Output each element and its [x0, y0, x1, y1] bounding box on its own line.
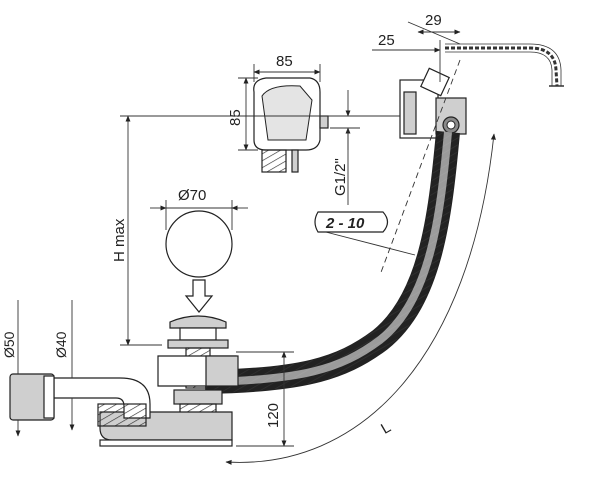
dimension-outlet-50: Ø50: [1, 300, 21, 437]
range-label-box: 2 - 10: [314, 211, 416, 256]
dim-25-label: 25: [378, 32, 395, 49]
dimension-h-max: H max: [111, 115, 400, 346]
range-label: 2 - 10: [325, 215, 365, 232]
dim-85-width-label: 85: [276, 53, 293, 70]
dimension-thread: G1/2": [330, 90, 395, 205]
dim-85-height-label: 85: [227, 109, 244, 126]
dim-120-label: 120: [265, 403, 282, 428]
corrugated-hose: [204, 130, 460, 394]
thread-label: G1/2": [332, 158, 349, 196]
bowden-cable: [445, 46, 559, 87]
overflow-head: [399, 67, 467, 139]
dimension-outlet-40: Ø40: [53, 300, 75, 431]
h-max-label: H max: [111, 218, 128, 262]
dimension-25: 25: [372, 32, 441, 82]
down-arrow-icon: [184, 279, 214, 313]
outlet-pipe: [9, 373, 151, 427]
dimension-29: 29: [407, 12, 461, 45]
outlet-40-label: Ø40: [53, 331, 69, 358]
drain-diameter-label: Ø70: [178, 187, 206, 204]
length-label: L: [378, 419, 394, 438]
dim-29-label: 29: [425, 12, 442, 29]
overflow-front-view: [253, 77, 329, 173]
dimension-85-width: 85: [253, 53, 321, 82]
drain-cap-top-view: [165, 210, 233, 278]
outlet-50-label: Ø50: [1, 331, 17, 358]
